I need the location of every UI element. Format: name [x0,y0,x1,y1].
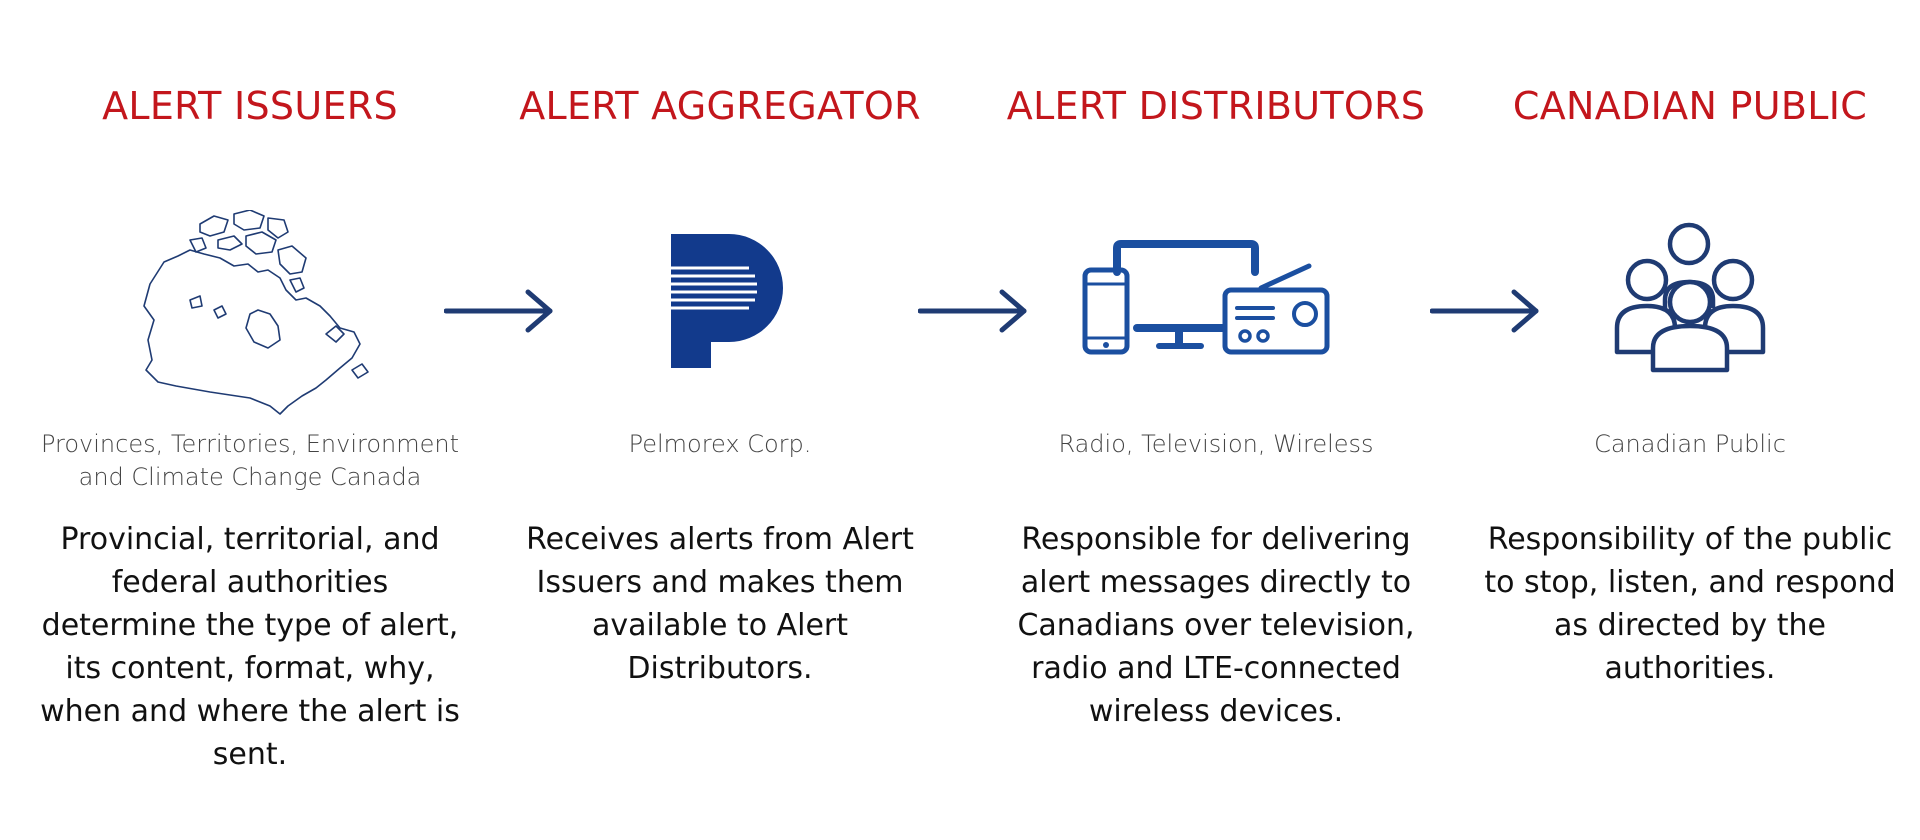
column-source: Canadian Public [1594,430,1786,458]
devices-icon [1081,240,1331,364]
column-description: Responsibility of the public to stop, li… [1484,522,1896,686]
people-group-icon [1613,220,1767,378]
column-heading: CANADIAN PUBLIC [1512,84,1868,128]
column-description: Responsible for delivering alert message… [1017,522,1415,729]
pelmorex-logo-icon [669,234,783,372]
column-source: Pelmorex Corp. [628,430,812,458]
column-heading: ALERT ISSUERS [102,84,398,128]
column-description: Receives alerts from Alert Issuers and m… [526,522,914,686]
canada-map-icon [130,209,370,419]
column-heading: ALERT DISTRIBUTORS [1006,84,1426,128]
column-heading: ALERT AGGREGATOR [519,84,921,128]
arrow-right-icon [917,289,1030,337]
arrow-right-icon [1429,289,1542,337]
arrow-right-icon [443,289,556,337]
column-description: Provincial, territorial, and federal aut… [40,522,460,772]
column-source: Provinces, Territories, Environment and … [40,430,460,491]
column-source: Radio, Television, Wireless [1058,430,1374,458]
